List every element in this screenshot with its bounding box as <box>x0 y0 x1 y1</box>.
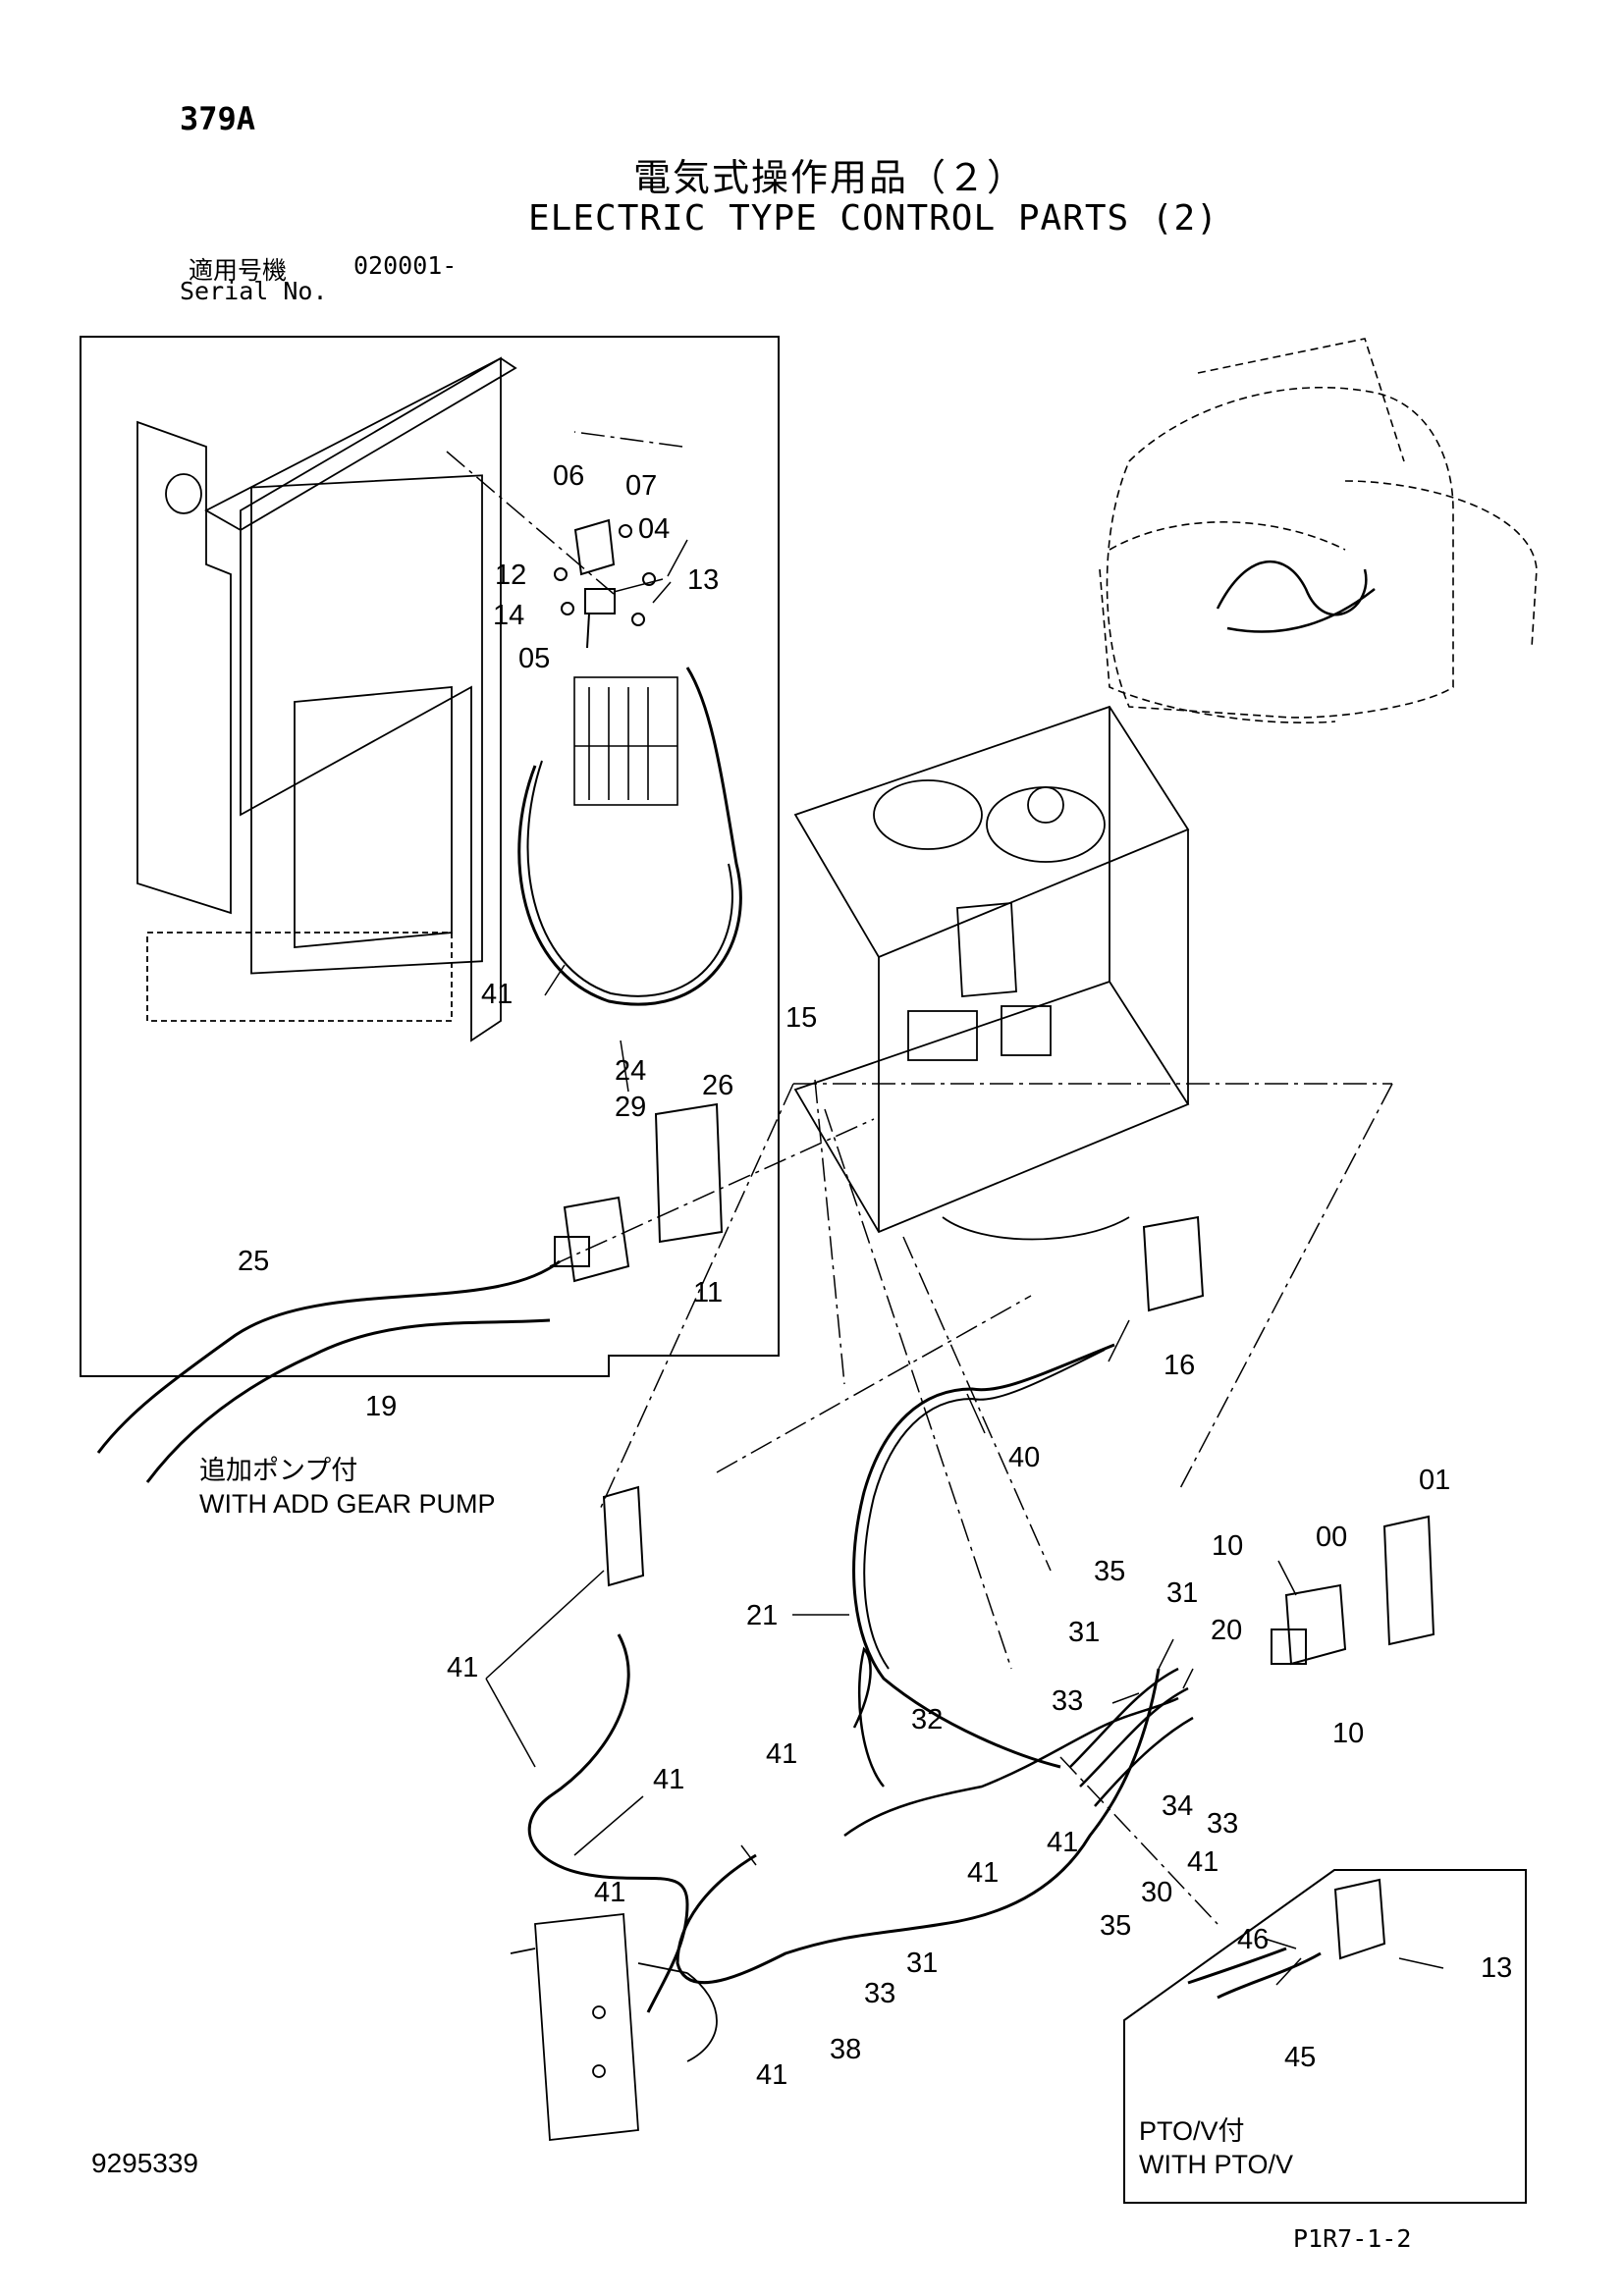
inset-frame-add-gear-pump <box>80 336 780 1377</box>
callout-45: 45 <box>1284 2042 1316 2073</box>
title-japanese: 電気式操作用品（２） <box>633 156 1027 199</box>
callout-06: 06 <box>553 460 584 492</box>
callout-41: 41 <box>481 979 513 1010</box>
valve-16-bracket <box>1142 1215 1205 1312</box>
callout-31: 31 <box>906 1948 938 1979</box>
callout-33: 33 <box>1052 1685 1083 1717</box>
callout-19: 19 <box>365 1391 397 1422</box>
callout-29: 29 <box>615 1092 646 1123</box>
control-valve-block <box>573 676 678 806</box>
cab-harness <box>1216 560 1376 633</box>
hose-bundle-20 <box>1069 1667 1194 1807</box>
callout-41: 41 <box>1047 1827 1078 1858</box>
hose-25 <box>96 1259 561 1454</box>
callout-35: 35 <box>1100 1910 1131 1942</box>
callout-41: 41 <box>653 1764 684 1795</box>
callout-00: 00 <box>1316 1522 1347 1553</box>
callout-14: 14 <box>493 600 524 631</box>
harness-21 <box>852 1343 1115 1769</box>
callout-01: 01 <box>1419 1465 1450 1496</box>
callout-13: 13 <box>687 564 719 596</box>
note-pto-jp: PTO/V付 <box>1139 2116 1245 2146</box>
callout-10: 10 <box>1332 1718 1364 1749</box>
callout-07: 07 <box>625 470 657 502</box>
callout-11: 11 <box>693 1277 723 1308</box>
gear-pump-valve <box>554 1196 630 1283</box>
callout-40: 40 <box>1008 1442 1040 1473</box>
callout-32: 32 <box>911 1704 943 1735</box>
callout-04: 04 <box>638 513 670 545</box>
hose-24 <box>517 667 742 1006</box>
callout-34: 34 <box>1162 1790 1193 1822</box>
sheet-code: P1R7-1-2 <box>1293 2224 1412 2253</box>
part-callouts: 06 07 04 12 13 14 05 41 24 15 26 29 11 2… <box>199 460 1512 2179</box>
hose-46 <box>1187 1947 1287 1985</box>
pto-valve <box>1333 1878 1386 1960</box>
drawing-number: 9295339 <box>91 2148 199 2178</box>
seat-support-frame <box>136 356 517 1042</box>
callout-41: 41 <box>967 1857 999 1889</box>
note-add-gear-pump-en: WITH ADD GEAR PUMP <box>199 1489 496 1519</box>
callout-10: 10 <box>1212 1530 1243 1562</box>
note-pto-en: WITH PTO/V <box>1139 2150 1293 2179</box>
callout-46: 46 <box>1237 1924 1269 1955</box>
callout-41: 41 <box>447 1652 478 1683</box>
harness-bracket <box>602 1485 645 1587</box>
callout-41: 41 <box>594 1877 625 1908</box>
callout-33: 33 <box>864 1978 895 2009</box>
leader-lines <box>485 539 1444 1986</box>
callout-20: 20 <box>1211 1615 1242 1646</box>
callout-41: 41 <box>756 2059 787 2091</box>
callout-05: 05 <box>518 643 550 674</box>
plate-01 <box>1382 1515 1435 1646</box>
note-add-gear-pump-jp: 追加ポンプ付 <box>199 1456 357 1485</box>
title-english: ELECTRIC TYPE CONTROL PARTS (2) <box>528 198 1218 239</box>
inset-frame-pto <box>1123 1869 1527 2204</box>
plate-26 <box>654 1102 724 1244</box>
hose-45 <box>1217 1951 1322 2000</box>
projection-lines <box>446 431 1393 1925</box>
callout-31: 31 <box>1166 1577 1198 1609</box>
harness-38 <box>527 1633 689 2013</box>
callout-26: 26 <box>702 1070 733 1101</box>
serial-label-japanese: 適用号機 <box>189 256 288 285</box>
callout-30: 30 <box>1141 1877 1172 1908</box>
callout-31: 31 <box>1068 1617 1100 1648</box>
callout-41: 41 <box>1187 1846 1218 1878</box>
callout-24: 24 <box>615 1055 646 1087</box>
callout-21: 21 <box>746 1600 778 1631</box>
callout-33: 33 <box>1207 1808 1238 1840</box>
callout-15: 15 <box>785 1002 817 1034</box>
callout-12: 12 <box>495 560 526 591</box>
callout-13: 13 <box>1481 1952 1512 1984</box>
serial-label-english: Serial No. <box>180 277 328 305</box>
callout-35: 35 <box>1094 1556 1125 1587</box>
callout-16: 16 <box>1164 1350 1195 1381</box>
valve-00 <box>1271 1583 1347 1666</box>
travel-pedal-unit <box>510 1913 718 2141</box>
callout-41: 41 <box>766 1738 797 1770</box>
excavator-outline <box>1099 338 1538 723</box>
page-number: 379A <box>180 100 256 137</box>
solenoid-valve-bracket <box>554 518 656 649</box>
callout-25: 25 <box>238 1246 269 1277</box>
hose-19 <box>145 1318 551 1483</box>
seat-stand <box>793 705 1190 1241</box>
callout-38: 38 <box>830 2034 861 2065</box>
serial-value: 020001- <box>353 251 458 280</box>
